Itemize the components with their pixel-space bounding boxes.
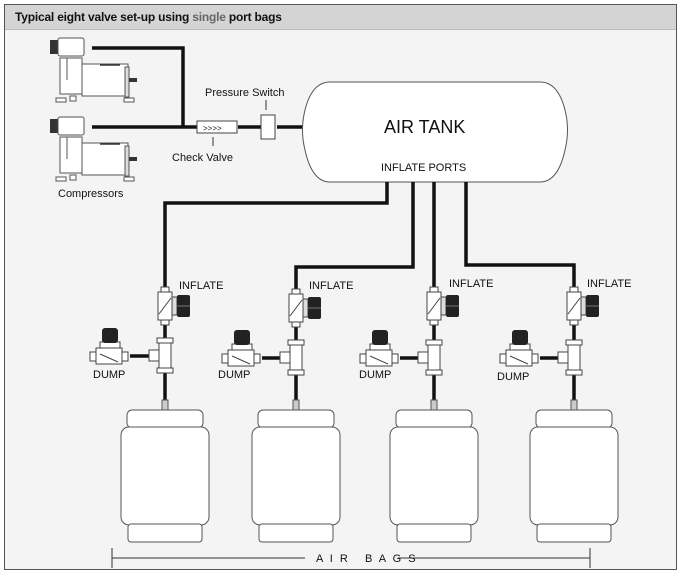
dump-label-4: DUMP — [497, 371, 529, 383]
dump-valve-3 — [359, 329, 399, 367]
inflate-pipe-2 — [294, 182, 415, 290]
diagram-title: Typical eight valve set-up using single … — [15, 10, 282, 24]
air-bag-3 — [389, 399, 479, 543]
check-valve-arrows: >>>> — [203, 124, 222, 133]
inflate-ports-label: INFLATE PORTS — [381, 162, 466, 174]
tee-fitting-4 — [557, 339, 583, 376]
inflate-pipe-4 — [464, 182, 576, 290]
station-3: INFLATE DUMP — [359, 278, 493, 543]
dump-valve-1 — [89, 327, 129, 365]
air-tank-label: AIR TANK — [384, 117, 465, 137]
title-suffix: port bags — [225, 10, 282, 24]
inflate-valve-1 — [157, 286, 191, 326]
tee-fitting-2 — [279, 339, 305, 376]
compressor-pipes — [92, 46, 305, 129]
inflate-label-1: INFLATE — [179, 280, 223, 292]
dump-valve-4 — [499, 329, 539, 367]
check-valve-label: Check Valve — [172, 152, 233, 164]
header-bar: Typical eight valve set-up using single … — [5, 5, 676, 30]
inflate-valve-3 — [426, 286, 460, 326]
tee-fitting-1 — [148, 337, 174, 374]
tee-fitting-3 — [417, 339, 443, 376]
air-tank — [302, 81, 568, 183]
inflate-valve-2 — [288, 288, 322, 328]
air-bag-1 — [120, 399, 210, 543]
inflate-valve-4 — [566, 286, 600, 326]
air-bags-dimension — [111, 548, 591, 568]
station-4: INFLATE DUMP — [497, 278, 631, 543]
pressure-switch-label: Pressure Switch — [205, 87, 284, 99]
check-valve — [196, 120, 238, 134]
air-bag-4 — [529, 399, 619, 543]
inflate-label-2: INFLATE — [309, 280, 353, 292]
dump-valve-2 — [221, 329, 261, 367]
compressors-label: Compressors — [58, 188, 124, 200]
inflate-pipe-1 — [163, 182, 389, 290]
air-bag-2 — [251, 399, 341, 543]
inflate-label-3: INFLATE — [449, 278, 493, 290]
inflate-label-4: INFLATE — [587, 278, 631, 290]
air-bags-label: A I R B A G S — [316, 553, 418, 565]
pressure-switch — [260, 114, 276, 140]
title-prefix: Typical eight valve set-up using — [15, 10, 193, 24]
station-1: INFLATE DUMP — [89, 280, 223, 543]
station-2: INFLATE DUMP — [218, 280, 353, 543]
dump-label-3: DUMP — [359, 369, 391, 381]
inflate-pipes — [163, 182, 576, 290]
dump-label-1: DUMP — [93, 369, 125, 381]
title-highlight: single — [192, 10, 226, 24]
dump-label-2: DUMP — [218, 369, 250, 381]
